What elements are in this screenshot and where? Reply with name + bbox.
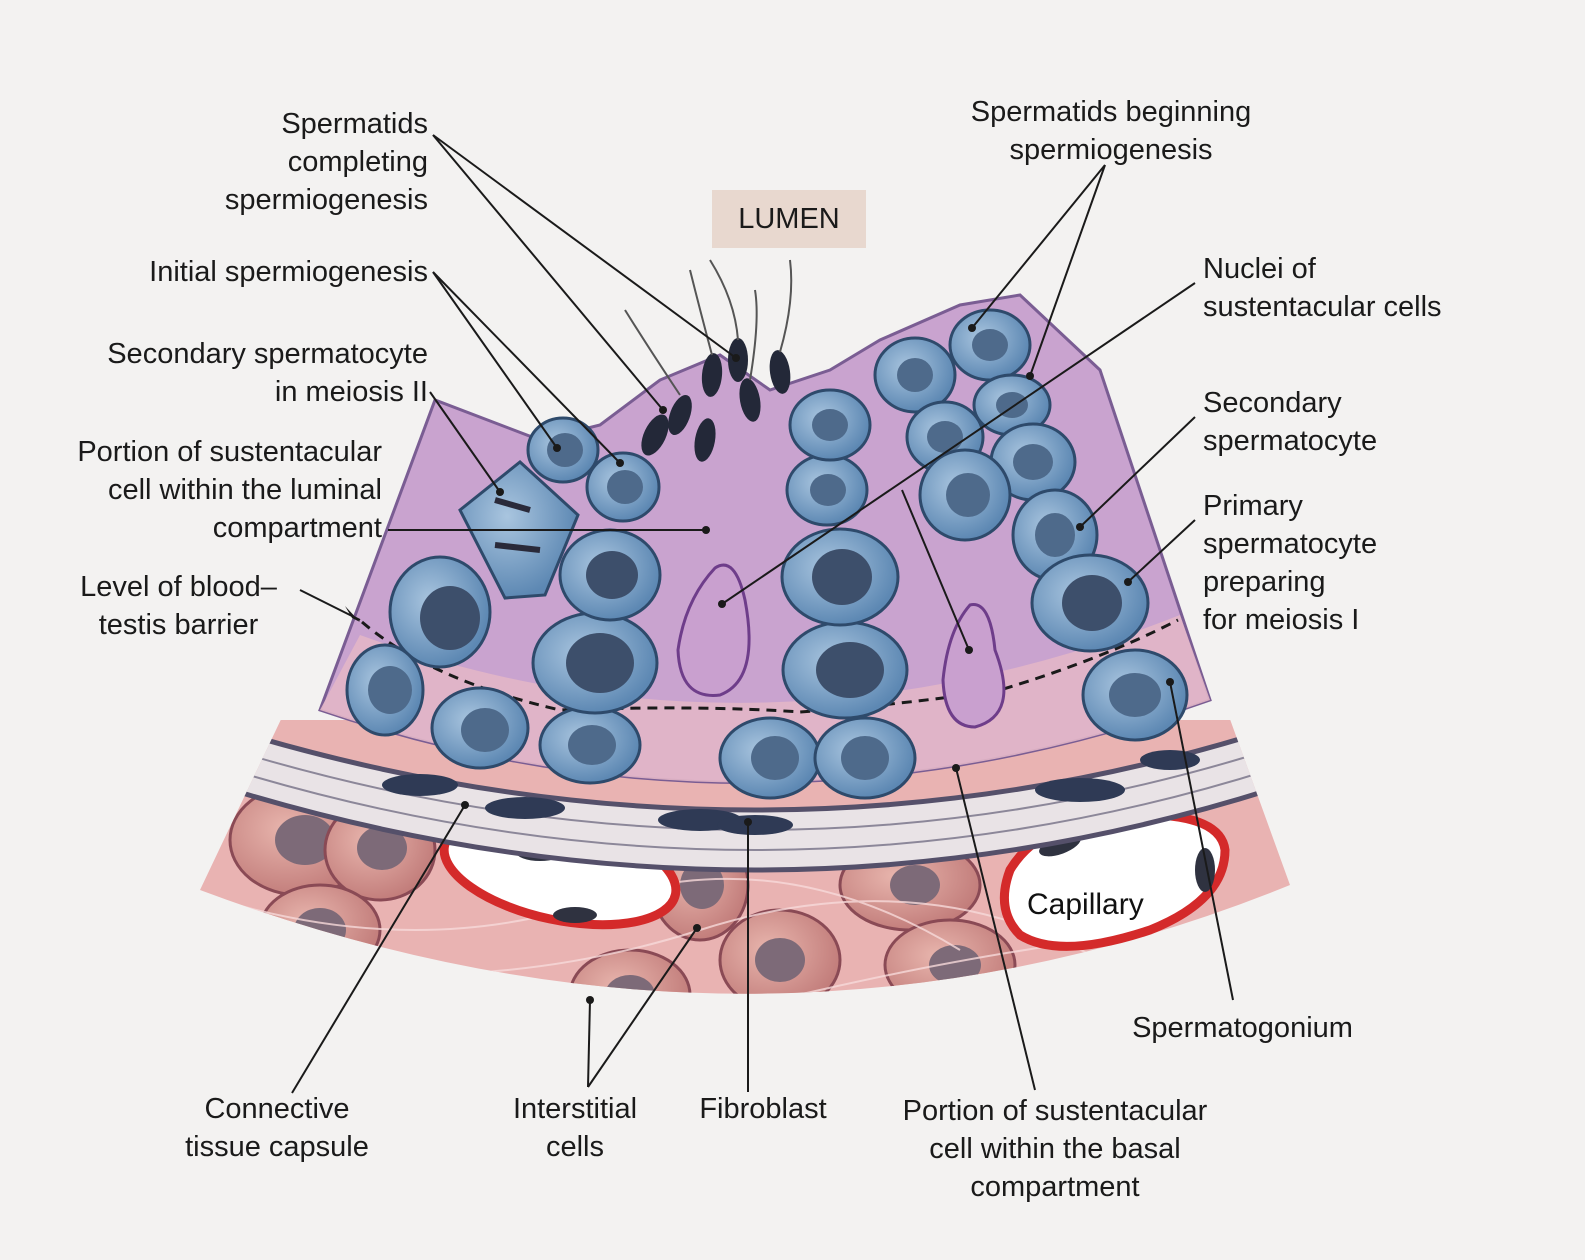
label-line: Portion of sustentacular (902, 1095, 1208, 1127)
label-line: Secondary spermatocyte (107, 338, 428, 370)
sperm-tails (624, 259, 793, 396)
label-spermatids-completing: Spermatids completing spermiogenesis (225, 105, 428, 219)
label-line: Fibroblast (699, 1093, 827, 1125)
label-interstitial-cells: Interstitial cells (495, 1090, 655, 1166)
label-line: tissue capsule (185, 1131, 369, 1163)
connective-tissue-capsule (200, 716, 1290, 873)
germ-cell (1030, 553, 1150, 653)
sustentacular-nucleus (941, 603, 1006, 729)
germ-cell (781, 620, 909, 720)
label-line: testis barrier (98, 609, 259, 641)
germ-cell (526, 416, 600, 484)
germ-cell (558, 528, 662, 622)
label-line: cell within the luminal (107, 474, 382, 506)
interstitial-cell (258, 883, 382, 977)
label-line: spermiogenesis (1009, 134, 1213, 166)
pointer-lines (291, 134, 1234, 1094)
label-line: sustentacular cells (1203, 291, 1442, 323)
germ-cell (430, 686, 530, 770)
label-line: Spermatids (281, 108, 428, 140)
lumen-label: LUMEN (712, 190, 866, 248)
label-sustentacular-luminal: Portion of sustentacular cell within the… (77, 433, 382, 547)
label-line: Primary (1203, 490, 1303, 522)
label-line: Interstitial (512, 1093, 638, 1125)
label-line: Nuclei of (1203, 253, 1316, 285)
label-line: spermatocyte (1203, 528, 1378, 560)
germ-cells (345, 308, 1189, 800)
label-spermatids-beginning: Spermatids beginning spermiogenesis (950, 93, 1272, 169)
label-secondary-spermatocyte-meiosis: Secondary spermatocyte in meiosis II (107, 335, 428, 411)
label-line: Spermatogonium (1132, 1012, 1353, 1044)
label-blood-testis-barrier: Level of blood– testis barrier (66, 568, 291, 644)
label-line: Level of blood– (80, 571, 277, 603)
germ-cell (788, 388, 872, 462)
capillary-label: Capillary (1027, 888, 1144, 921)
label-line: compartment (970, 1171, 1140, 1203)
label-line: Secondary (1203, 387, 1342, 419)
interstitial-cell (883, 918, 1017, 994)
germ-cell (813, 716, 917, 800)
germ-cell (388, 555, 492, 669)
label-line: Connective (204, 1093, 350, 1125)
germ-cell (873, 336, 957, 414)
germ-cell (948, 308, 1032, 382)
label-line: Initial spermiogenesis (149, 256, 428, 288)
label-primary-spermatocyte: Primary spermatocyte preparing for meios… (1203, 487, 1377, 639)
pointer-dots (461, 324, 1174, 1004)
spermatids (641, 338, 791, 462)
label-line: cell within the basal (929, 1133, 1181, 1165)
label-line: Portion of sustentacular (77, 436, 382, 468)
label-line: compartment (212, 512, 382, 544)
label-line: for meiosis I (1203, 604, 1360, 636)
germ-cell (345, 643, 425, 737)
label-line: Spermatids beginning (970, 96, 1252, 128)
label-nuclei-sustentacular: Nuclei of sustentacular cells (1203, 250, 1442, 326)
label-line: completing (287, 146, 428, 178)
germ-cell (718, 716, 822, 800)
label-fibroblast: Fibroblast (683, 1090, 843, 1128)
label-connective-tissue: Connective tissue capsule (166, 1090, 388, 1166)
label-initial-spermiogenesis: Initial spermiogenesis (149, 253, 428, 291)
germ-cell (538, 705, 642, 785)
label-line: cells (545, 1131, 604, 1163)
label-line: preparing (1203, 566, 1326, 598)
germ-cell (785, 453, 869, 527)
germ-cell (1081, 648, 1189, 742)
label-line: spermatocyte (1203, 425, 1378, 457)
germ-cell (780, 527, 900, 627)
interstitial-cell (718, 908, 842, 994)
lumen-text: LUMEN (738, 202, 840, 235)
germ-cell (531, 611, 659, 715)
germ-cell (918, 448, 1012, 542)
barrier-arrowhead (345, 606, 360, 622)
label-spermatogonium: Spermatogonium (1120, 1009, 1365, 1047)
germ-cell (585, 451, 661, 523)
label-line: in meiosis II (274, 376, 428, 408)
label-sustentacular-basal: Portion of sustentacular cell within the… (875, 1092, 1235, 1206)
label-line: spermiogenesis (224, 184, 428, 216)
label-secondary-spermatocyte: Secondary spermatocyte (1203, 384, 1377, 460)
